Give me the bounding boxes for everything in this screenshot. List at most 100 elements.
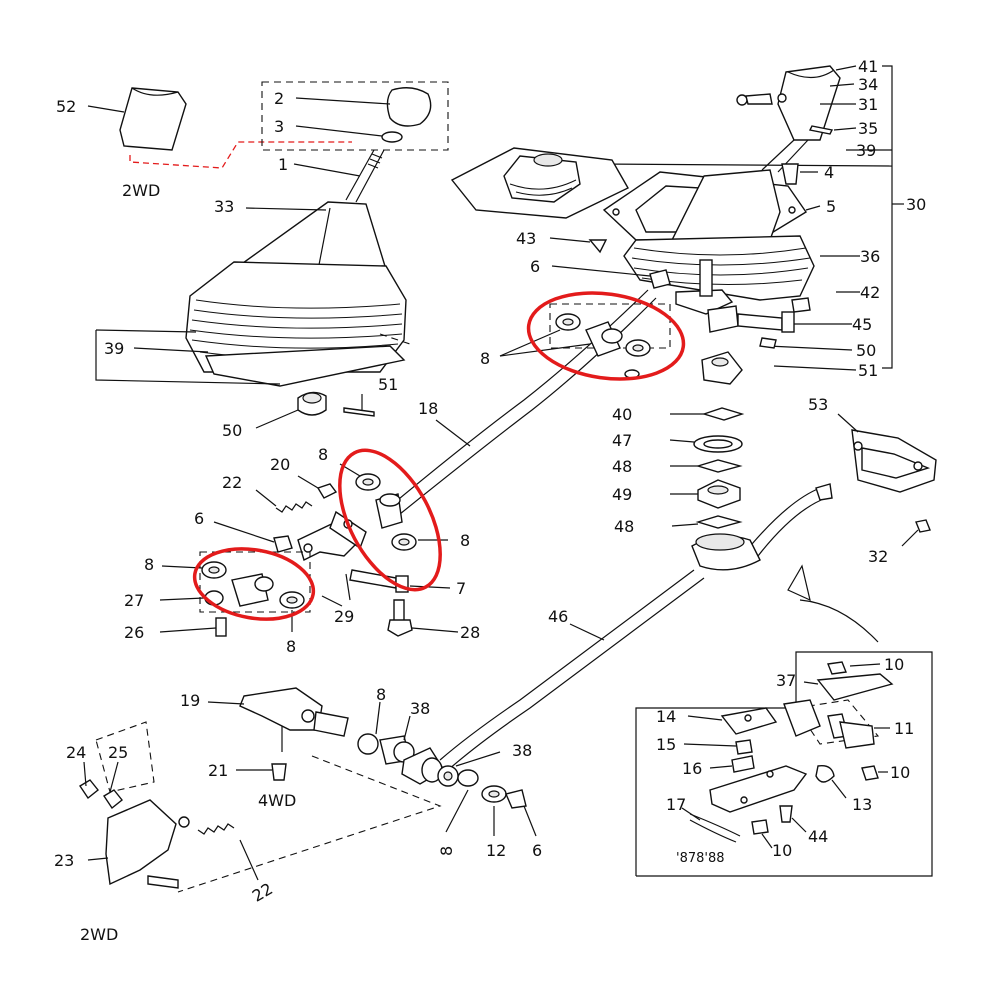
callout-23: 23 bbox=[54, 851, 74, 870]
highlight-ring-upper-right bbox=[526, 291, 686, 381]
highlight-ring-middle bbox=[338, 448, 442, 592]
callout-2: 2 bbox=[274, 89, 284, 108]
callout-13: 13 bbox=[852, 795, 872, 814]
callout-30: 30 bbox=[906, 195, 926, 214]
callout-3: 3 bbox=[274, 117, 284, 136]
callout-5: 5 bbox=[826, 197, 836, 216]
callout-48-a: 48 bbox=[612, 457, 632, 476]
bolt-28 bbox=[387, 599, 459, 637]
callout-45: 45 bbox=[852, 315, 872, 334]
callout-22-b: 22 bbox=[249, 879, 276, 906]
knob-31 bbox=[761, 65, 857, 173]
shift-knob-52 bbox=[87, 87, 187, 151]
callout-38-a: 38 bbox=[410, 699, 430, 718]
bushing-set-8-right bbox=[499, 303, 671, 379]
callout-32: 32 bbox=[868, 547, 888, 566]
detail-arrow bbox=[787, 564, 879, 643]
pin-26 bbox=[159, 617, 227, 637]
callout-6-c: 6 bbox=[532, 841, 542, 860]
label-2wd-bottom: 2WD bbox=[80, 925, 118, 944]
callout-50-left: 50 bbox=[222, 421, 242, 440]
reference-dash-4wd bbox=[177, 755, 442, 893]
label-4wd: 4WD bbox=[258, 791, 296, 810]
callout-25: 25 bbox=[108, 743, 128, 762]
nut-6-left bbox=[213, 521, 293, 553]
callout-39-right: 39 bbox=[856, 141, 876, 160]
nut-20 bbox=[297, 475, 338, 499]
callout-50-right: 50 bbox=[856, 341, 876, 360]
callout-8-g: 8 bbox=[437, 846, 456, 856]
callout-10-b: 10 bbox=[890, 763, 910, 782]
callout-31: 31 bbox=[858, 95, 878, 114]
label-2wd-top: 2WD bbox=[122, 181, 160, 200]
seal-plate-39 bbox=[450, 147, 629, 219]
pivot-assembly bbox=[675, 259, 795, 385]
callout-41: 41 bbox=[858, 57, 878, 76]
callout-20: 20 bbox=[270, 455, 290, 474]
callout-7: 7 bbox=[456, 579, 466, 598]
callout-8-d: 8 bbox=[286, 637, 296, 656]
callout-26: 26 bbox=[124, 623, 144, 642]
callout-8-c: 8 bbox=[144, 555, 154, 574]
callout-29: 29 bbox=[334, 607, 354, 626]
shift-lever-1 bbox=[293, 149, 385, 203]
mount-bracket-53 bbox=[837, 413, 937, 547]
callout-6-a: 6 bbox=[194, 509, 204, 528]
callout-51-right: 51 bbox=[858, 361, 878, 380]
callout-8-e: 8 bbox=[480, 349, 490, 368]
bolt-4 bbox=[781, 163, 818, 185]
spring-22 bbox=[255, 489, 313, 513]
callout-4: 4 bbox=[824, 163, 834, 182]
callout-27: 27 bbox=[124, 591, 144, 610]
callout-40: 40 bbox=[612, 405, 632, 424]
callout-38-b: 38 bbox=[512, 741, 532, 760]
pivot-42 bbox=[791, 297, 811, 313]
bolt-7 bbox=[349, 569, 451, 593]
callout-12: 12 bbox=[486, 841, 506, 860]
callout-15: 15 bbox=[656, 735, 676, 754]
bracket-23 bbox=[79, 721, 259, 889]
callout-42: 42 bbox=[860, 283, 880, 302]
callout-18: 18 bbox=[418, 399, 438, 418]
callout-52: 52 bbox=[56, 97, 76, 116]
bushing-38 bbox=[357, 701, 537, 837]
callout-36: 36 bbox=[860, 247, 880, 266]
callout-49: 49 bbox=[612, 485, 632, 504]
linkage-lever-29 bbox=[297, 510, 367, 601]
callout-44: 44 bbox=[808, 827, 828, 846]
shift-cable-46 bbox=[439, 483, 833, 771]
diagram-code: '878'88 bbox=[676, 851, 725, 866]
callout-19: 19 bbox=[180, 691, 200, 710]
callout-39-left: 39 bbox=[104, 339, 124, 358]
screw-43 bbox=[549, 237, 608, 254]
callout-47: 47 bbox=[612, 431, 632, 450]
bracket-19 bbox=[207, 687, 349, 752]
detail-box bbox=[635, 651, 933, 877]
callout-11: 11 bbox=[894, 719, 914, 738]
callout-35: 35 bbox=[858, 119, 878, 138]
reference-dash-line bbox=[129, 141, 352, 169]
callout-34: 34 bbox=[858, 75, 878, 94]
bracket-30 bbox=[882, 65, 893, 369]
callout-14: 14 bbox=[656, 707, 676, 726]
callout-48-b: 48 bbox=[614, 517, 634, 536]
callout-46: 46 bbox=[548, 607, 568, 626]
callout-6-b: 6 bbox=[530, 257, 540, 276]
callout-10-a: 10 bbox=[884, 655, 904, 674]
callout-8-f: 8 bbox=[376, 685, 386, 704]
bracket-39 bbox=[95, 330, 281, 385]
key-34 bbox=[736, 93, 787, 106]
callout-17: 17 bbox=[666, 795, 686, 814]
callout-1: 1 bbox=[278, 155, 288, 174]
callout-8-b: 8 bbox=[460, 531, 470, 550]
callout-8-a: 8 bbox=[318, 445, 328, 464]
callout-28: 28 bbox=[460, 623, 480, 642]
callout-10-c: 10 bbox=[772, 841, 792, 860]
callout-51-left: 51 bbox=[378, 375, 398, 394]
highlight-ring-lower-left bbox=[192, 547, 316, 621]
callout-43: 43 bbox=[516, 229, 536, 248]
pin-35 bbox=[808, 125, 857, 135]
callout-24: 24 bbox=[66, 743, 86, 762]
callout-53: 53 bbox=[808, 395, 828, 414]
